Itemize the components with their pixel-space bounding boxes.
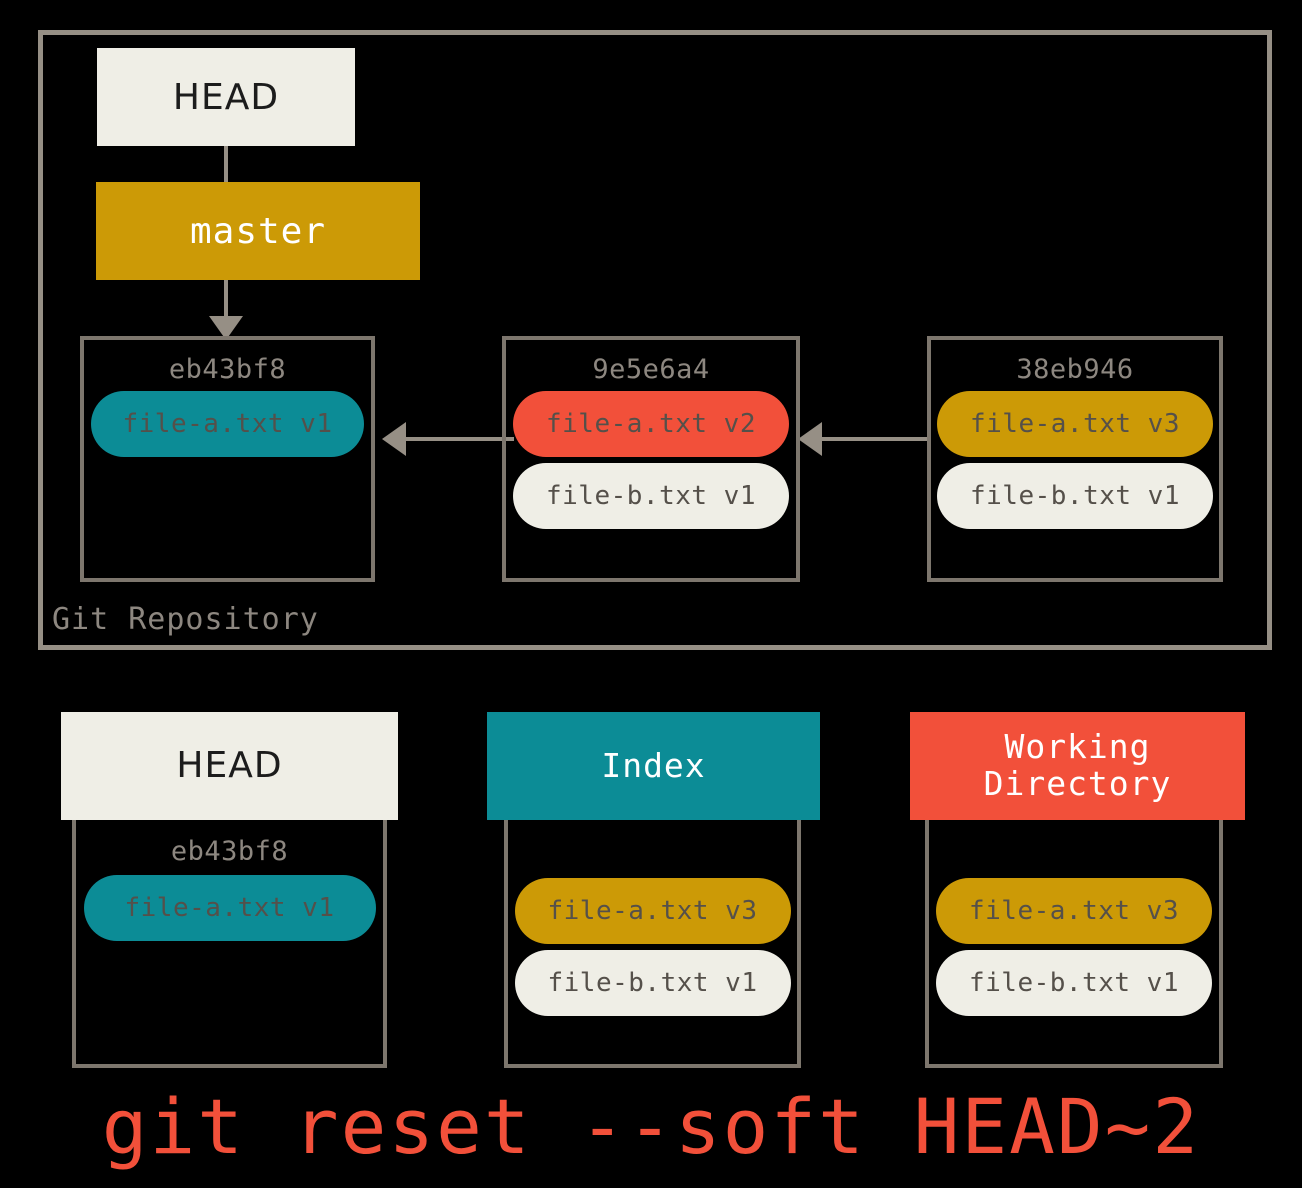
panel-title-line-1: Working <box>1004 727 1151 767</box>
head-pointer-label: HEAD <box>172 76 280 118</box>
panel-body-index: file-a.txt v3 file-b.txt v1 <box>504 810 801 1068</box>
git-repository-frame <box>38 30 1272 650</box>
panel-title-index: Index <box>601 745 706 785</box>
file-blob: file-a.txt v3 <box>936 878 1212 944</box>
panel-commit-hash: eb43bf8 <box>170 836 289 867</box>
commit-hash: 9e5e6a4 <box>592 354 710 385</box>
file-blob: file-a.txt v3 <box>514 878 791 944</box>
file-blob: file-a.txt v2 <box>513 391 789 457</box>
branch-box-master: master <box>96 182 420 280</box>
file-blob: file-a.txt v1 <box>91 391 364 457</box>
file-blob: file-b.txt v1 <box>937 463 1213 529</box>
commit-hash: 38eb946 <box>1016 354 1134 385</box>
file-blob: file-b.txt v1 <box>514 950 791 1016</box>
panel-title-line-2: Directory <box>983 764 1172 803</box>
branch-label-master: master <box>189 210 327 252</box>
file-blob: file-b.txt v1 <box>936 950 1212 1016</box>
panel-header-working-directory: Working Directory <box>910 712 1245 820</box>
command-caption: git reset --soft HEAD~2 <box>101 1082 1201 1171</box>
file-blob: file-b.txt v1 <box>513 463 789 529</box>
commit-link-line-3-to-2 <box>820 437 930 441</box>
panel-body-working-directory: file-a.txt v3 file-b.txt v1 <box>925 810 1223 1068</box>
connector-master-to-commit <box>224 280 228 322</box>
connector-head-to-master <box>224 146 228 184</box>
git-repository-label: Git Repository <box>52 602 319 637</box>
panel-header-head: HEAD <box>61 712 398 820</box>
commit-node: eb43bf8 file-a.txt v1 <box>80 336 375 582</box>
arrow-left-icon <box>798 422 822 456</box>
file-blob: file-a.txt v3 <box>937 391 1213 457</box>
commit-node: 9e5e6a4 file-a.txt v2 file-b.txt v1 <box>502 336 800 582</box>
commit-link-line-2-to-1 <box>404 437 514 441</box>
panel-body-head: eb43bf8 file-a.txt v1 <box>72 810 387 1068</box>
panel-title-head: HEAD <box>176 744 283 786</box>
file-blob: file-a.txt v1 <box>83 875 376 941</box>
head-pointer-box: HEAD <box>97 48 355 146</box>
commit-hash: eb43bf8 <box>168 354 287 385</box>
commit-node: 38eb946 file-a.txt v3 file-b.txt v1 <box>927 336 1223 582</box>
arrow-left-icon <box>382 422 406 456</box>
panel-title-working-directory: Working Directory <box>983 727 1172 803</box>
panel-header-index: Index <box>487 712 820 820</box>
